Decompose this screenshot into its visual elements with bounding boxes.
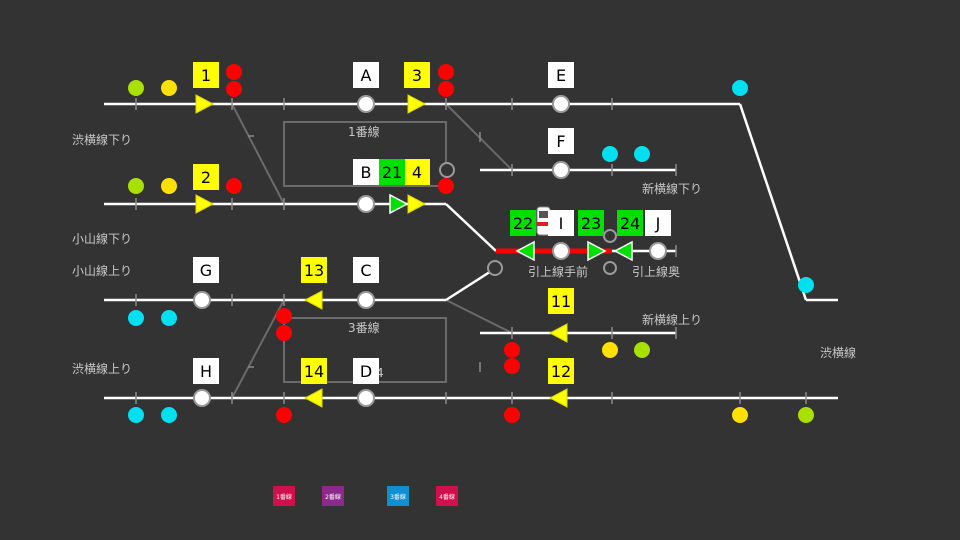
signal-arrow-24: [613, 240, 633, 262]
signal-plate-3[interactable]: 3: [404, 62, 430, 88]
signal-plate-12[interactable]: 12: [548, 358, 574, 384]
signal-arrow-2: [195, 194, 215, 214]
signal-arrow-4: [407, 194, 427, 214]
lamp-cyan: [798, 277, 814, 293]
label-hikiage-oku: 引上線奥: [632, 265, 681, 279]
signal-arrow-22: [515, 240, 535, 262]
label-koyama-nobori: 小山線上り: [72, 264, 133, 278]
point-indicators: [439, 162, 617, 276]
lamp-red: [226, 178, 242, 194]
signal-plate-22[interactable]: 22: [510, 210, 536, 236]
signal-plate-1[interactable]: 1: [193, 62, 219, 88]
lamp-lime: [798, 407, 814, 423]
legend-track-3[interactable]: 3番線: [387, 486, 409, 506]
lamp-red: [504, 407, 520, 423]
lamp-red: [276, 407, 292, 423]
lamp-red: [226, 81, 242, 97]
point-I: [552, 242, 570, 260]
lamp-red: [276, 308, 292, 324]
lamp-yellow: [161, 178, 177, 194]
point-H: [193, 389, 211, 407]
signal-plate-21[interactable]: 21: [379, 159, 405, 185]
label-shibuya-kudari: 渋横線下り: [72, 133, 133, 147]
lamp-red: [438, 81, 454, 97]
lamp-red: [504, 342, 520, 358]
lamp-red: [438, 178, 454, 194]
point-plate-A[interactable]: A: [353, 62, 379, 88]
label-hikiage-temae: 引上線手前: [528, 265, 589, 279]
point-plate-B[interactable]: B: [353, 159, 379, 185]
signal-plate-2[interactable]: 2: [193, 164, 219, 190]
lamp-lime: [128, 178, 144, 194]
point-J: [649, 242, 667, 260]
point-plate-I[interactable]: I: [548, 210, 574, 236]
signal-arrow-23: [587, 240, 607, 262]
point-D: [357, 389, 375, 407]
platform-1: [283, 121, 447, 187]
signal-arrow-3: [407, 94, 427, 114]
track-ticks: [135, 98, 807, 404]
point-E: [552, 95, 570, 113]
label-track-1: 1番線: [348, 125, 380, 139]
signal-plate-14[interactable]: 14: [301, 358, 327, 384]
legend-track-4[interactable]: 4番線: [436, 486, 458, 506]
lamp-yellow: [161, 80, 177, 96]
point-C: [357, 291, 375, 309]
label-track-3: 3番線: [348, 321, 380, 335]
point-plate-C[interactable]: C: [353, 257, 379, 283]
point-plate-E[interactable]: E: [548, 62, 574, 88]
lamp-cyan: [732, 80, 748, 96]
signal-arrow-11: [548, 323, 568, 343]
label-shibuya-nobori: 渋横線上り: [72, 362, 133, 376]
point-A: [357, 95, 375, 113]
lamp-red: [438, 64, 454, 80]
tracks: [104, 102, 838, 400]
lamp-yellow: [602, 342, 618, 358]
signal-arrow-13: [303, 290, 323, 310]
lamp-cyan: [161, 310, 177, 326]
lamp-cyan: [634, 146, 650, 162]
point-plate-J[interactable]: J: [645, 210, 671, 236]
label-shinyoko-nobori: 新横線上り: [642, 313, 703, 327]
point-plate-G[interactable]: G: [193, 257, 219, 283]
crossovers: [231, 103, 513, 399]
signal-plate-24[interactable]: 24: [617, 210, 643, 236]
signal-arrow-21: [389, 193, 409, 215]
lamp-lime: [128, 80, 144, 96]
point-plate-H[interactable]: H: [193, 358, 219, 384]
lamp-red: [226, 64, 242, 80]
label-shinyoko-kudari: 新横線下り: [642, 182, 703, 196]
signal-plate-13[interactable]: 13: [301, 257, 327, 283]
signal-plate-23[interactable]: 23: [578, 210, 604, 236]
signal-arrow-1: [195, 94, 215, 114]
point-B: [357, 195, 375, 213]
train-icon: [536, 206, 551, 236]
label-shibuya-line: 渋横線: [820, 346, 857, 360]
lamp-red: [504, 358, 520, 374]
legend-track-2[interactable]: 2番線: [322, 486, 344, 506]
lamp-red: [276, 325, 292, 341]
point-plate-F[interactable]: F: [548, 128, 574, 154]
point-plate-D[interactable]: D: [353, 358, 379, 384]
lamp-cyan: [602, 146, 618, 162]
legend-track-1[interactable]: 1番線: [273, 486, 295, 506]
label-koyama-kudari: 小山線下り: [72, 232, 133, 246]
lamp-cyan: [128, 310, 144, 326]
lamp-lime: [634, 342, 650, 358]
label-track-4-partial: 4: [376, 366, 384, 380]
signal-plate-11[interactable]: 11: [548, 288, 574, 314]
lamp-cyan: [128, 407, 144, 423]
signal-arrow-12: [548, 388, 568, 408]
point-G: [193, 291, 211, 309]
lamp-yellow: [732, 407, 748, 423]
signal-arrow-14: [303, 388, 323, 408]
lamps: [128, 64, 814, 423]
lamp-cyan: [161, 407, 177, 423]
signal-plate-4[interactable]: 4: [404, 159, 430, 185]
point-F: [552, 161, 570, 179]
